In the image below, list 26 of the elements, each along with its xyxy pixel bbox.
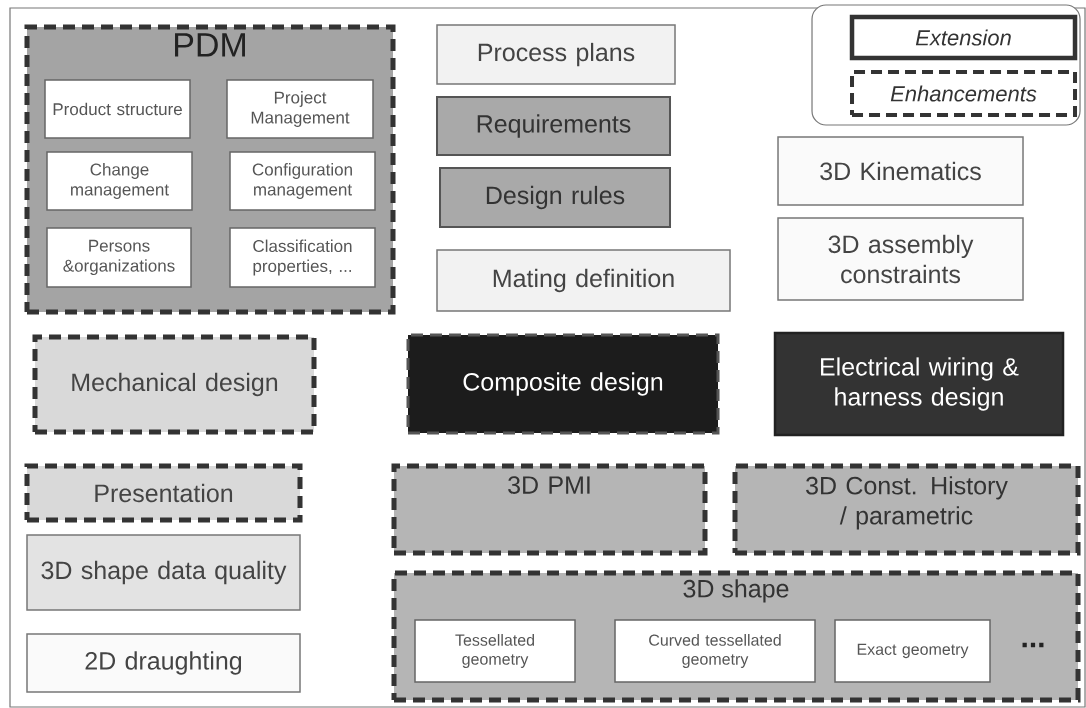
item-box: Product structure [44,79,191,139]
module-box: 3D PMI [391,463,708,556]
module-box: 3D Kinematics [777,136,1024,206]
ellipsis: ... [1022,642,1044,648]
item-box: Configuration management [229,151,376,211]
item-box: Tessellated geometry [414,619,576,683]
module-box: Mechanical design [32,334,317,435]
item-box: Change management [46,151,193,211]
item-box: Classification properties, ... [229,227,376,288]
module-box: 3D shape data quality [26,534,301,611]
module-box: 3D Const. History / parametric [732,463,1081,556]
module-box: Composite design [406,333,720,435]
item-box: Persons &organizations [46,227,192,288]
item-box: Project Management [226,79,374,139]
legend-item: Extension [849,14,1078,61]
legend-item: Enhancements [850,70,1077,117]
module-box: Design rules [439,167,671,228]
item-box: Curved tessellated geometry [614,619,816,683]
module-box: Mating definition [436,249,731,312]
item-box: Exact geometry [834,619,991,683]
module-box: 2D draughting [26,633,301,693]
module-box: Electrical wiring & harness design [773,331,1065,437]
module-box: Presentation [24,463,303,523]
module-box: Process plans [436,24,676,85]
module-box: Requirements [436,96,671,156]
module-box: 3D assembly constraints [777,217,1024,301]
